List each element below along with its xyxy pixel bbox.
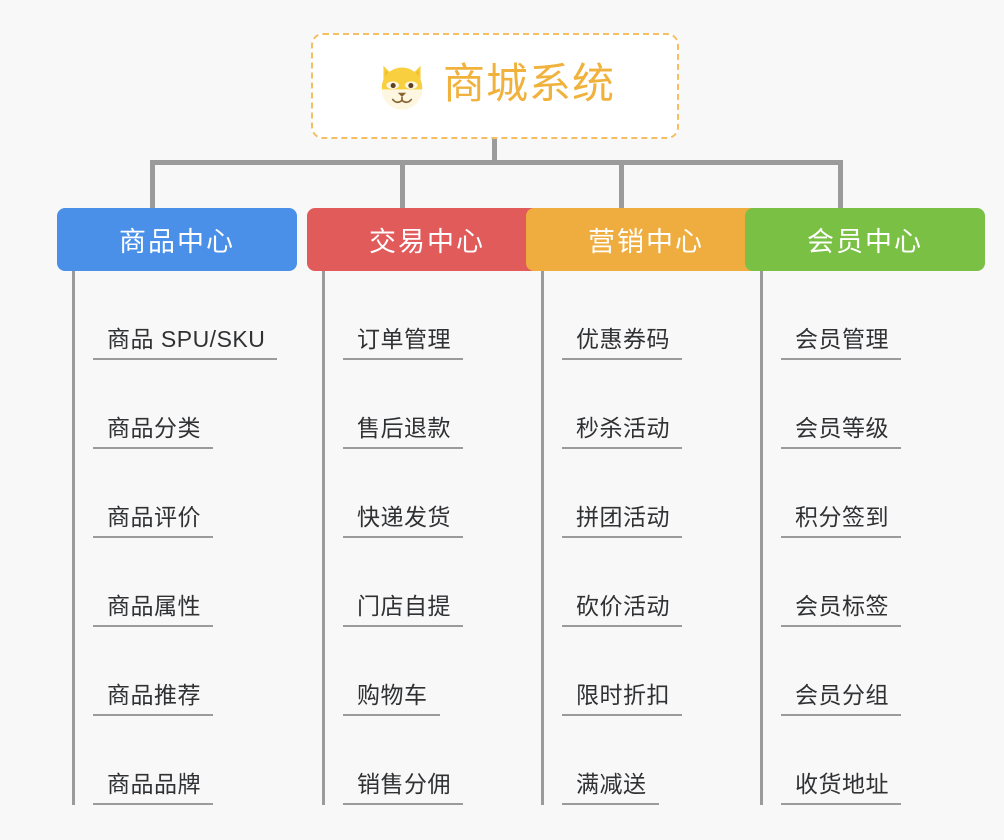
leaf-label: 售后退款 bbox=[343, 417, 463, 449]
list-item[interactable]: 会员分组 bbox=[763, 627, 985, 716]
leaf-label: 收货地址 bbox=[781, 773, 901, 805]
list-item[interactable]: 商品推荐 bbox=[75, 627, 297, 716]
list-item[interactable]: 拼团活动 bbox=[544, 449, 766, 538]
list-item[interactable]: 优惠券码 bbox=[544, 271, 766, 360]
list-item[interactable]: 商品属性 bbox=[75, 538, 297, 627]
connector-horizontal-bus bbox=[150, 160, 843, 165]
branch-header-4[interactable]: 会员中心 bbox=[745, 208, 985, 271]
leaf-list-3: 优惠券码 秒杀活动 拼团活动 砍价活动 限时折扣 满减送 bbox=[541, 271, 766, 805]
list-item[interactable]: 会员管理 bbox=[763, 271, 985, 360]
list-item[interactable]: 门店自提 bbox=[325, 538, 547, 627]
branch-column-4: 会员中心 会员管理 会员等级 积分签到 会员标签 会员分组 收货地址 bbox=[745, 208, 985, 805]
leaf-list-2: 订单管理 售后退款 快递发货 门店自提 购物车 销售分佣 bbox=[322, 271, 547, 805]
leaf-label: 门店自提 bbox=[343, 595, 463, 627]
leaf-label: 商品分类 bbox=[93, 417, 213, 449]
leaf-label: 限时折扣 bbox=[562, 684, 682, 716]
connector-drop-2 bbox=[400, 160, 405, 208]
leaf-label: 会员管理 bbox=[781, 328, 901, 360]
list-item[interactable]: 购物车 bbox=[325, 627, 547, 716]
leaf-label: 秒杀活动 bbox=[562, 417, 682, 449]
leaf-label: 会员标签 bbox=[781, 595, 901, 627]
list-item[interactable]: 商品分类 bbox=[75, 360, 297, 449]
list-item[interactable]: 商品评价 bbox=[75, 449, 297, 538]
list-item[interactable]: 收货地址 bbox=[763, 716, 985, 805]
leaf-label: 商品 SPU/SKU bbox=[93, 328, 278, 360]
connector-drop-3 bbox=[619, 160, 624, 208]
leaf-label: 满减送 bbox=[562, 773, 659, 805]
leaf-label: 拼团活动 bbox=[562, 506, 682, 538]
leaf-label: 销售分佣 bbox=[343, 773, 463, 805]
root-title: 商城系统 bbox=[442, 60, 615, 107]
list-item[interactable]: 砍价活动 bbox=[544, 538, 766, 627]
list-item[interactable]: 商品品牌 bbox=[75, 716, 297, 805]
list-item[interactable]: 快递发货 bbox=[325, 449, 547, 538]
branch-column-1: 商品中心 商品 SPU/SKU 商品分类 商品评价 商品属性 商品推荐 商品品牌 bbox=[57, 208, 297, 805]
list-item[interactable]: 售后退款 bbox=[325, 360, 547, 449]
list-item[interactable]: 订单管理 bbox=[325, 271, 547, 360]
leaf-label: 购物车 bbox=[343, 684, 440, 716]
branch-header-2[interactable]: 交易中心 bbox=[307, 208, 547, 271]
leaf-label: 会员等级 bbox=[781, 417, 901, 449]
leaf-label: 商品品牌 bbox=[93, 773, 213, 805]
list-item[interactable]: 限时折扣 bbox=[544, 627, 766, 716]
leaf-label: 商品推荐 bbox=[93, 684, 213, 716]
list-item[interactable]: 销售分佣 bbox=[325, 716, 547, 805]
leaf-label: 商品属性 bbox=[93, 595, 213, 627]
list-item[interactable]: 秒杀活动 bbox=[544, 360, 766, 449]
branch-column-2: 交易中心 订单管理 售后退款 快递发货 门店自提 购物车 销售分佣 bbox=[307, 208, 547, 805]
list-item[interactable]: 满减送 bbox=[544, 716, 766, 805]
branch-header-1[interactable]: 商品中心 bbox=[57, 208, 297, 271]
list-item[interactable]: 积分签到 bbox=[763, 449, 985, 538]
leaf-label: 快递发货 bbox=[343, 506, 463, 538]
branch-header-3[interactable]: 营销中心 bbox=[526, 208, 766, 271]
connector-root-stem bbox=[492, 139, 497, 163]
leaf-list-4: 会员管理 会员等级 积分签到 会员标签 会员分组 收货地址 bbox=[760, 271, 985, 805]
leaf-label: 会员分组 bbox=[781, 684, 901, 716]
list-item[interactable]: 商品 SPU/SKU bbox=[75, 271, 297, 360]
leaf-list-1: 商品 SPU/SKU 商品分类 商品评价 商品属性 商品推荐 商品品牌 bbox=[72, 271, 297, 805]
leaf-label: 砍价活动 bbox=[562, 595, 682, 627]
leaf-label: 订单管理 bbox=[343, 328, 463, 360]
leaf-label: 优惠券码 bbox=[562, 328, 682, 360]
root-node[interactable]: 商城系统 bbox=[311, 33, 679, 139]
list-item[interactable]: 会员标签 bbox=[763, 538, 985, 627]
shiba-dog-icon bbox=[381, 65, 423, 110]
branch-column-3: 营销中心 优惠券码 秒杀活动 拼团活动 砍价活动 限时折扣 满减送 bbox=[526, 208, 766, 805]
list-item[interactable]: 会员等级 bbox=[763, 360, 985, 449]
leaf-label: 商品评价 bbox=[93, 506, 213, 538]
leaf-label: 积分签到 bbox=[781, 506, 901, 538]
connector-drop-4 bbox=[838, 160, 843, 208]
connector-drop-1 bbox=[150, 160, 155, 208]
